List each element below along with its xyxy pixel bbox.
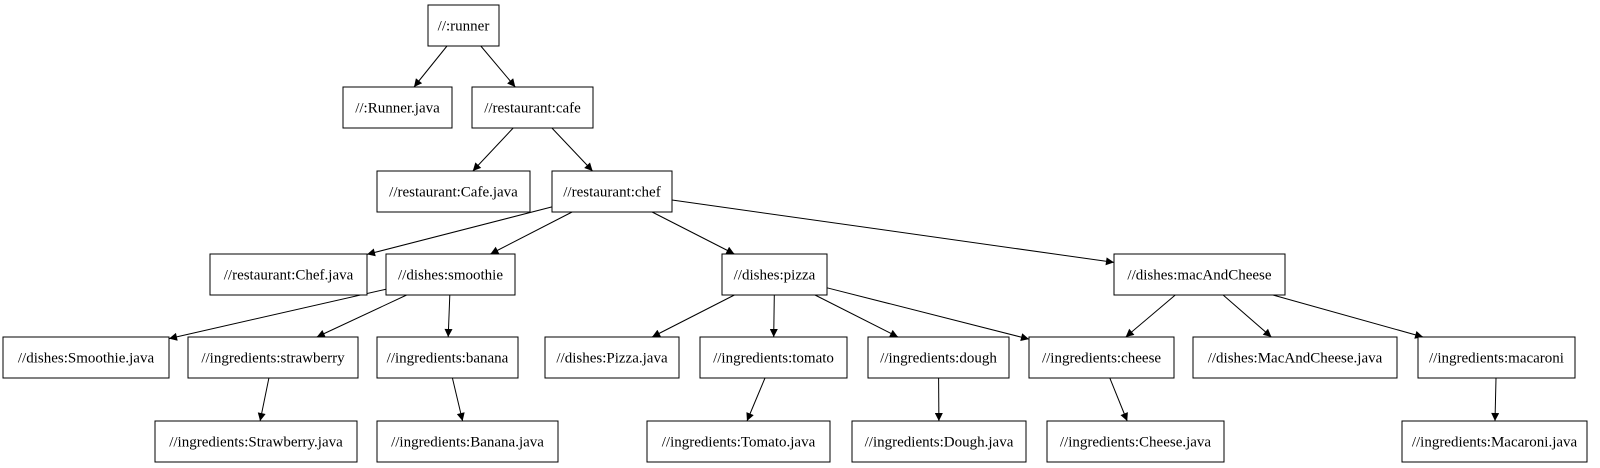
graph-edge-macandcheese-to-macandcheese_java [1222,294,1272,338]
graph-edge-strawberry-to-strawberry_java [257,377,270,422]
node-label-runner: //:runner [438,19,490,35]
graph-node-tomato: //ingredients:tomato [699,336,848,379]
node-box-runner_java [342,86,453,129]
graph-edge-pizza-to-pizza_java [651,294,735,338]
graph-edge-tomato-to-tomato_java [746,377,766,422]
graph-node-runner_java: //:Runner.java [342,86,453,129]
graph-edge-smoothie-to-smoothie_java [168,288,387,341]
graph-node-runner: //:runner [427,4,500,47]
node-box-dough [867,336,1010,379]
graph-node-cheese: //ingredients:cheese [1028,336,1175,379]
node-box-banana [376,336,519,379]
graph-edge-pizza-to-tomato [769,294,778,338]
node-label-cheese_java: //ingredients:Cheese.java [1060,435,1212,451]
node-box-cafe_java [376,170,531,213]
graph-node-dough: //ingredients:dough [867,336,1010,379]
node-label-banana: //ingredients:banana [387,351,509,367]
node-box-macandcheese [1113,253,1286,296]
graph-node-dough_java: //ingredients:Dough.java [851,420,1027,463]
node-label-tomato: //ingredients:tomato [713,351,834,367]
graph-node-cafe_java: //restaurant:Cafe.java [376,170,531,213]
node-box-macaroni_java [1401,420,1588,463]
graph-node-smoothie: //dishes:smoothie [385,253,516,296]
node-box-chef [551,170,673,213]
graph-node-cheese_java: //ingredients:Cheese.java [1046,420,1225,463]
nodes-layer: //:runner //:Runner.java //restaurant:cafe… [2,4,1588,463]
node-label-macandcheese: //dishes:macAndCheese [1127,268,1271,284]
node-box-strawberry [187,336,359,379]
node-label-smoothie: //dishes:smoothie [398,268,503,284]
node-label-macandcheese_java: //dishes:MacAndCheese.java [1208,351,1383,367]
node-box-smoothie_java [2,336,170,379]
node-box-tomato [699,336,848,379]
node-box-chef_java [209,253,368,296]
node-box-strawberry_java [154,420,358,463]
graph-edge-cafe-to-cafe_java [472,127,514,172]
node-box-cafe [471,86,594,129]
node-box-banana_java [376,420,559,463]
graph-edge-macandcheese-to-macaroni [1272,294,1424,339]
node-label-cafe: //restaurant:cafe [484,101,581,117]
graph-node-macaroni_java: //ingredients:Macaroni.java [1401,420,1588,463]
graph-edge-smoothie-to-banana [444,294,453,338]
node-label-dough: //ingredients:dough [880,351,997,367]
node-label-macaroni: //ingredients:macaroni [1429,351,1564,367]
graph-edge-pizza-to-cheese [826,287,1030,342]
graph-edge-macaroni-to-macaroni_java [1491,377,1500,422]
node-label-cheese: //ingredients:cheese [1042,351,1161,367]
node-label-macaroni_java: //ingredients:Macaroni.java [1412,435,1578,451]
node-box-macaroni [1417,336,1576,379]
graph-edge-cheese-to-cheese_java [1109,377,1128,422]
graph-node-macaroni: //ingredients:macaroni [1417,336,1576,379]
node-box-cheese_java [1046,420,1225,463]
node-label-pizza: //dishes:pizza [734,268,816,284]
graph-node-cafe: //restaurant:cafe [471,86,594,129]
node-box-runner [427,4,500,47]
node-box-cheese [1028,336,1175,379]
graph-edge-macandcheese-to-cheese [1125,294,1176,338]
graph-edge-runner-to-cafe [480,45,516,88]
graph-edge-smoothie-to-strawberry [316,294,407,338]
node-label-tomato_java: //ingredients:Tomato.java [662,435,816,451]
node-label-dough_java: //ingredients:Dough.java [865,435,1014,451]
edges-layer [168,45,1500,422]
node-box-pizza [721,253,828,296]
graph-node-pizza_java: //dishes:Pizza.java [544,336,680,379]
node-label-strawberry_java: //ingredients:Strawberry.java [169,435,343,451]
node-label-cafe_java: //restaurant:Cafe.java [389,185,518,201]
graph-node-smoothie_java: //dishes:Smoothie.java [2,336,170,379]
graph-node-strawberry: //ingredients:strawberry [187,336,359,379]
node-box-smoothie [385,253,516,296]
node-box-dough_java [851,420,1027,463]
graph-edge-runner-to-runner_java [413,45,448,88]
node-box-tomato_java [646,420,831,463]
node-label-strawberry: //ingredients:strawberry [201,351,345,367]
graph-edge-chef-to-macandcheese [671,199,1115,266]
graph-node-macandcheese_java: //dishes:MacAndCheese.java [1192,336,1398,379]
graph-node-tomato_java: //ingredients:Tomato.java [646,420,831,463]
graph-node-macandcheese: //dishes:macAndCheese [1113,253,1286,296]
node-label-chef_java: //restaurant:Chef.java [224,268,354,284]
graph-node-pizza: //dishes:pizza [721,253,828,296]
graph-edge-chef-to-chef_java [366,206,553,257]
graph-node-banana_java: //ingredients:Banana.java [376,420,559,463]
node-label-pizza_java: //dishes:Pizza.java [556,351,668,367]
graph-edge-pizza-to-dough [814,294,899,338]
graph-node-chef_java: //restaurant:Chef.java [209,253,368,296]
graph-edge-chef-to-smoothie [490,211,573,255]
node-label-smoothie_java: //dishes:Smoothie.java [18,351,155,367]
node-label-banana_java: //ingredients:Banana.java [391,435,544,451]
graph-edge-chef-to-pizza [651,211,735,255]
graph-node-chef: //restaurant:chef [551,170,673,213]
node-box-pizza_java [544,336,680,379]
graph-edge-banana-to-banana_java [451,377,465,422]
graph-node-banana: //ingredients:banana [376,336,519,379]
node-label-chef: //restaurant:chef [563,185,660,201]
graph-node-strawberry_java: //ingredients:Strawberry.java [154,420,358,463]
graph-edge-cafe-to-chef [551,127,593,172]
node-box-macandcheese_java [1192,336,1398,379]
node-label-runner_java: //:Runner.java [355,101,440,117]
